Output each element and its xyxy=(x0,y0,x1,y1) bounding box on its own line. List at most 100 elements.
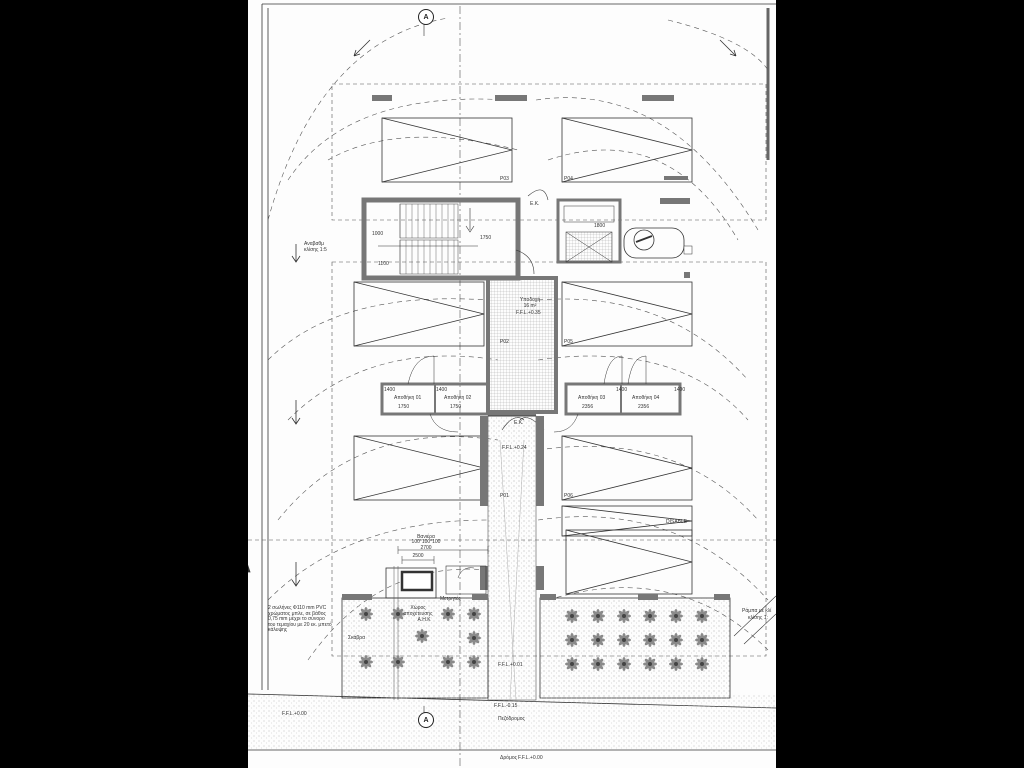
storage-label: Αποθήκη 02 xyxy=(444,395,472,401)
storage-dim: 1750 xyxy=(450,404,462,410)
plant-symbol xyxy=(643,633,657,647)
parking-bay xyxy=(353,435,485,501)
plant-symbol xyxy=(617,609,631,623)
plant-symbol xyxy=(643,609,657,623)
entrance-path xyxy=(480,415,544,701)
parking-label-p03: P03 xyxy=(500,176,509,182)
parking-bay xyxy=(561,435,693,501)
right-ramp-label: Ράμπα με κλί xyxy=(742,608,772,614)
parking-bay-mark xyxy=(561,117,693,183)
plant-symbol xyxy=(695,609,709,623)
plant-symbol xyxy=(359,607,373,621)
pipe-note: 2 σωλήνες Φ110 mm PVC χρώματος μπλε, σε … xyxy=(268,605,332,633)
meter-label: Μετρητές xyxy=(440,596,461,602)
storage-width: 1400 xyxy=(436,387,448,393)
parking-bay xyxy=(353,281,485,347)
tank-label: Χώρος xyxy=(410,605,426,611)
storage-width: 1400 xyxy=(384,387,396,393)
sidewalk-left-level: F.F.L.+0.00 xyxy=(282,711,307,717)
plant-symbol xyxy=(617,657,631,671)
storage-label: Αποθήκη 03 xyxy=(578,395,606,401)
storage-dim: 2356 xyxy=(638,404,650,410)
plant-symbol xyxy=(643,657,657,671)
stair-dim-label: 1000 xyxy=(372,231,384,237)
storage-width: 1400 xyxy=(616,387,628,393)
stair-dim-label: 1100 xyxy=(378,261,389,267)
section-marker-top: A xyxy=(418,9,434,25)
parking-label-p06: P06 xyxy=(564,493,573,499)
plant-symbol xyxy=(669,657,683,671)
ek-label-top: Ε.Κ. xyxy=(530,201,540,207)
parking-bay-mark xyxy=(353,435,485,501)
lobby-corridor xyxy=(486,189,558,431)
sidewalk-label: Πεζόδρομος xyxy=(498,716,525,722)
parking-label-p02: P02 xyxy=(500,339,509,345)
plant-symbol xyxy=(415,629,429,643)
front-gardens xyxy=(341,566,731,700)
parking-bay xyxy=(565,529,693,595)
road-label: Δρόμος xyxy=(500,755,518,761)
plant-symbol xyxy=(391,607,405,621)
tank-label: Α.Η.Κ xyxy=(417,617,431,623)
plant-symbol xyxy=(441,607,455,621)
plant-symbol xyxy=(565,657,579,671)
plant-symbol xyxy=(359,655,373,669)
parking-label-p01: P01 xyxy=(500,493,509,499)
bin-title: Βανιέρα xyxy=(417,534,435,540)
parking-label-p05: P05 xyxy=(564,339,573,345)
plant-symbol xyxy=(441,655,455,669)
floor-plan-drawing xyxy=(248,3,776,768)
parking-label-p04: P04 xyxy=(564,176,573,182)
plant-symbol xyxy=(467,631,481,645)
lift-dim: 1800 xyxy=(594,223,606,229)
wall-marks xyxy=(372,95,674,101)
storage-label: Αποθήκη 04 xyxy=(632,395,660,401)
plant-symbol xyxy=(695,657,709,671)
bin-width: 2700 xyxy=(420,545,432,551)
ramp-slope-label: Αναβαθμ xyxy=(304,241,325,247)
mid-level: F.F.L.+0.24 xyxy=(502,445,527,451)
right-ramp xyxy=(733,595,776,645)
plant-symbol xyxy=(467,655,481,669)
floor-plan-sheet: A A P03 P04 P02 P05 P01 P06 1750 1000 11… xyxy=(248,0,776,768)
parking-bay-mark xyxy=(561,435,693,501)
lift-block xyxy=(556,176,693,278)
storage-label: Αποθήκη 01 xyxy=(394,395,422,401)
storage-dim: 1750 xyxy=(398,404,410,410)
storage-dim: 2356 xyxy=(582,404,594,410)
plant-symbol xyxy=(669,609,683,623)
parking-bay xyxy=(561,281,693,347)
plant-symbol xyxy=(391,655,405,669)
section-marker-bottom: A xyxy=(418,712,434,728)
plant-symbol xyxy=(591,609,605,623)
lobby-level: F.F.L.+0.35 xyxy=(516,310,541,316)
plant-symbol xyxy=(591,633,605,647)
plant-symbol xyxy=(669,633,683,647)
right-ramp-label: κλίσης 1: xyxy=(748,615,768,621)
plant-symbol xyxy=(591,657,605,671)
ek-label-mid: Ε.Κ. xyxy=(514,420,524,426)
ramp-slope-label: κλίσης 1:5 xyxy=(304,247,327,253)
sidewalk-level: F.F.L.-0.15 xyxy=(494,703,518,709)
site-boundary xyxy=(261,3,776,690)
stair-core xyxy=(361,197,521,281)
sidewalk-road xyxy=(248,693,776,751)
parking-bay-mark xyxy=(353,281,485,347)
parking-bay xyxy=(381,117,513,183)
plant-symbol xyxy=(617,633,631,647)
plant-symbol xyxy=(565,633,579,647)
storage-rooms xyxy=(380,355,682,433)
disable-label: DISABLE xyxy=(666,519,688,525)
bin-dims: 100*100*100 xyxy=(411,539,441,545)
garden-label: Σκάβρα xyxy=(348,635,366,641)
plant-symbol xyxy=(467,607,481,621)
parking-bay-mark xyxy=(561,505,693,537)
road-level: F.F.L.+0.00 xyxy=(518,755,543,761)
entry-level: F.F.L.+0.01 xyxy=(498,662,523,668)
lobby-area: 16 m² xyxy=(523,303,537,309)
parking-bay xyxy=(561,117,693,183)
direction-arrows xyxy=(248,39,737,587)
storage-width: 1400 xyxy=(674,387,686,393)
plant-symbol xyxy=(695,633,709,647)
parking-bay-mark xyxy=(565,529,693,595)
